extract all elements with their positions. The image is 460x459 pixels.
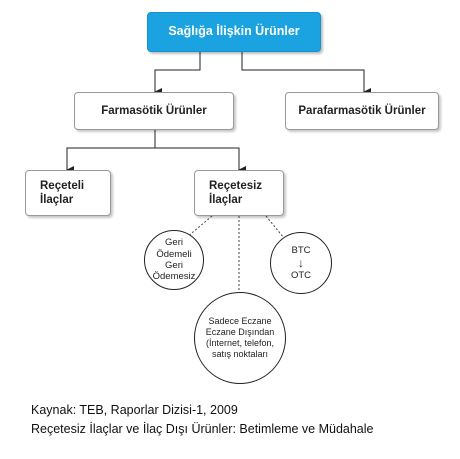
parafarmasotik-label: Parafarmasötik Ürünler	[298, 104, 426, 117]
reimbursement-line3: Geri	[165, 260, 183, 271]
connector-farmasotik-recetesiz	[154, 130, 246, 174]
subtitle-caption: Reçetesiz İlaçlar ve İlaç Dışı Ürünler: …	[31, 422, 374, 436]
receteli-line2: İlaçlar	[40, 194, 74, 206]
source-caption: Kaynak: TEB, Raporlar Dizisi-1, 2009	[31, 403, 238, 417]
switch-bottom: OTC	[290, 270, 312, 281]
receteli-node: Reçeteli İlaçlar	[25, 170, 111, 216]
connector-root-farmasotik	[154, 52, 201, 96]
switch-top: BTC	[291, 244, 311, 256]
connector-root-parafarmasotik	[241, 52, 371, 96]
connector-farmasotik-receteli	[66, 130, 156, 174]
switch-circle: BTC ↓ OTC	[270, 232, 332, 294]
parafarmasotik-node: Parafarmasötik Ürünler	[285, 92, 439, 130]
channel-line2: Eczane Dışından	[205, 327, 275, 338]
farmasotik-label: Farmasötik Ürünler	[101, 104, 207, 117]
reimbursement-line4: Ödemesiz	[152, 271, 196, 283]
recetesiz-line1: Reçetesiz	[209, 179, 263, 192]
recetesiz-line2: İlaçlar	[209, 194, 243, 206]
receteli-line1: Reçeteli	[40, 179, 85, 192]
farmasotik-node: Farmasötik Ürünler	[74, 92, 234, 130]
dotted-link-switch	[265, 215, 285, 239]
root-label: Sağlığa İlişkin Ürünler	[168, 24, 300, 39]
arrow-down-icon: ↓	[298, 256, 304, 270]
channel-line4: satış noktaları	[211, 348, 269, 359]
root-node: Sağlığa İlişkin Ürünler	[147, 12, 321, 52]
channel-line3: (İnternet, telefon,	[205, 338, 275, 348]
recetesiz-node: Reçetesiz İlaçlar	[194, 170, 284, 216]
reimbursement-line2: Ödemeli	[156, 248, 192, 260]
reimbursement-line1: Geri	[165, 237, 183, 249]
reimbursement-circle: Geri Ödemeli Geri Ödemesiz	[144, 230, 204, 290]
channel-circle: Sadece Eczane Eczane Dışından (İnternet,…	[194, 292, 286, 384]
channel-line1: Sadece Eczane	[208, 316, 272, 327]
